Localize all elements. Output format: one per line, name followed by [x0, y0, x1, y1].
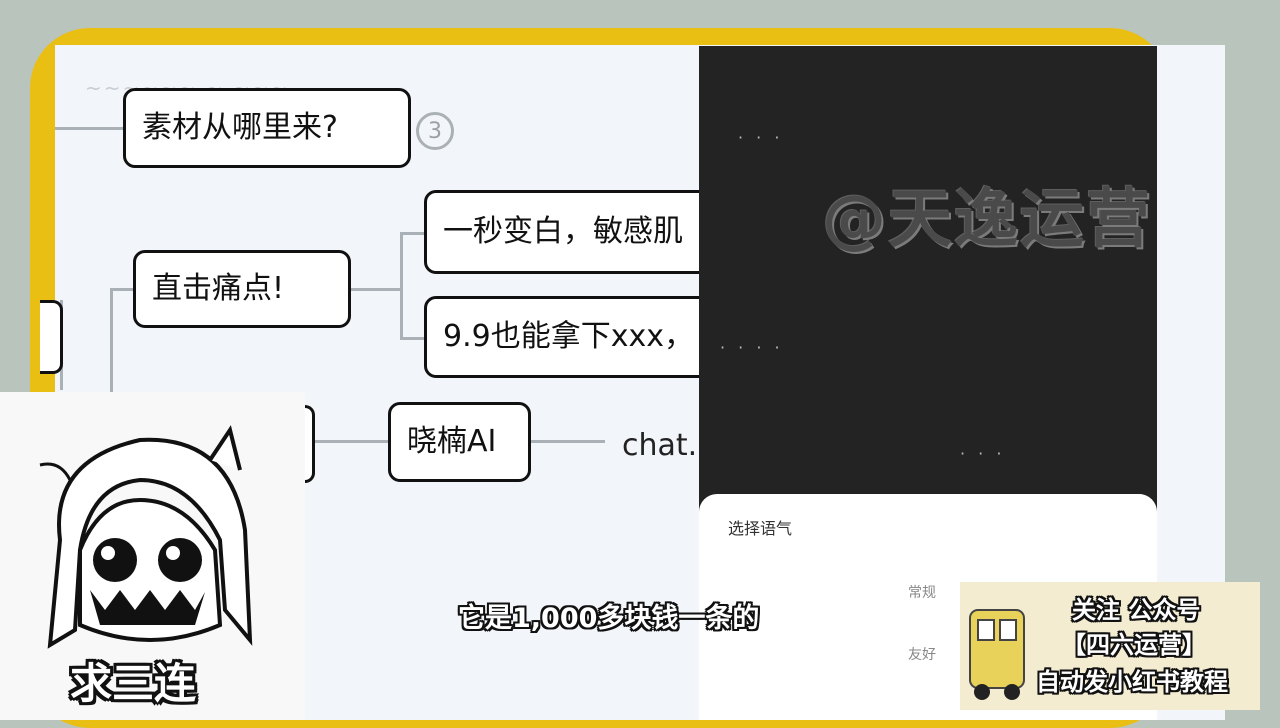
- badge-label: 3: [428, 118, 442, 144]
- node-label: 一秒变白，敏感肌: [443, 214, 683, 249]
- chat-label: chat.: [622, 428, 698, 463]
- node-label: 晓楠AI: [407, 424, 497, 459]
- connector: [110, 288, 135, 291]
- connector: [400, 232, 403, 337]
- connector: [350, 288, 400, 291]
- node-label: 素材从哪里来?: [142, 110, 338, 145]
- sheet-title: 选择语气: [728, 519, 793, 538]
- connector: [400, 337, 426, 340]
- node-label: 9.9也能拿下xxx，: [443, 319, 694, 354]
- number-badge: 3: [416, 112, 454, 150]
- root-node-partial[interactable]: [40, 300, 63, 374]
- connector: [530, 440, 605, 443]
- node-pain-point[interactable]: 直击痛点!: [133, 250, 351, 328]
- node-xiaonan-ai[interactable]: 晓楠AI: [388, 402, 531, 482]
- dots-decoration: · · ·: [960, 444, 1006, 463]
- connector: [310, 440, 390, 443]
- dots-decoration: · · ·: [738, 128, 784, 147]
- tone-option-regular[interactable]: 常规: [908, 585, 936, 601]
- connector: [55, 127, 123, 130]
- tone-option-friendly[interactable]: 友好: [908, 647, 936, 663]
- connector: [110, 288, 113, 448]
- node-label: 直击痛点!: [152, 271, 285, 306]
- promo-line-1: 关注 公众号: [1072, 596, 1201, 624]
- sticker-caption: 求三连: [70, 659, 197, 708]
- node-child-whitening[interactable]: 一秒变白，敏感肌: [424, 190, 724, 274]
- dots-decoration: · · · ·: [720, 338, 784, 357]
- node-child-price[interactable]: 9.9也能拿下xxx，: [424, 296, 724, 378]
- anime-girl-sticker: [39, 425, 253, 649]
- promo-line-2: 【四六运营】: [1062, 631, 1206, 659]
- watermark-text: @天逸运营: [822, 183, 1152, 257]
- promo-line-3: 自动发小红书教程: [1036, 668, 1228, 696]
- bus-icon: [969, 609, 1025, 700]
- connector: [400, 232, 426, 235]
- node-material-source[interactable]: 素材从哪里来?: [123, 88, 411, 168]
- video-subtitle: 它是1,000多块钱一条的: [458, 603, 760, 634]
